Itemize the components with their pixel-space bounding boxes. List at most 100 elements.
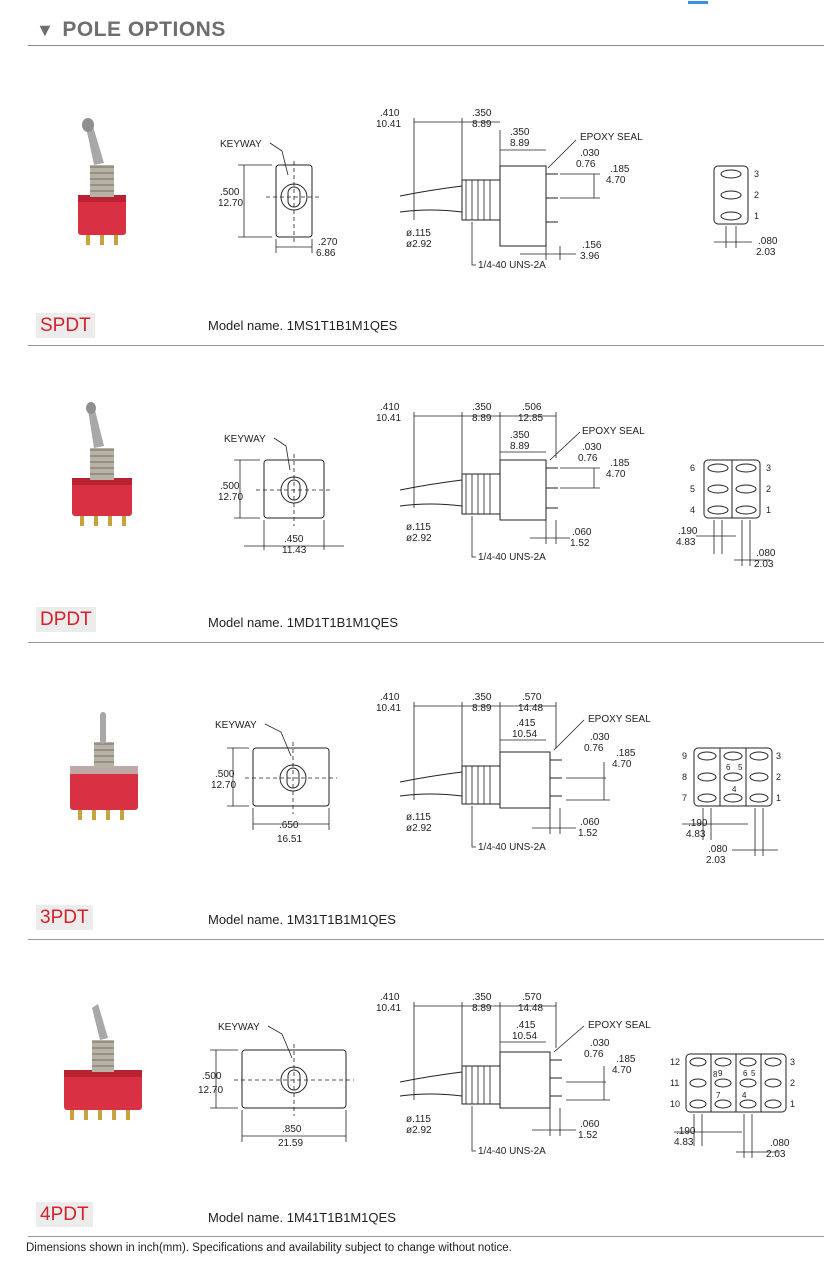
height-inch: .500 — [220, 481, 240, 492]
page-title: ▼ POLE OPTIONS — [36, 18, 226, 42]
side-view-drawing: .410 10.41 .350 8.89 .570 14.48 .415 10.… — [376, 992, 651, 1157]
pin-2: 2 — [790, 1078, 795, 1088]
pin-layout-drawing: 12 11 10 3 2 1 9 8 7 6 5 4 .190 4.83 .08… — [670, 1053, 795, 1160]
width-inch: .650 — [279, 820, 299, 831]
pole-mm: 4.83 — [686, 829, 706, 840]
pole-label: SPDT — [36, 313, 95, 338]
side-view-drawing: .410 10.41 .350 8.89 .350 8.89 EPOXY SEA… — [376, 108, 643, 270]
front-view-drawing: KEYWAY .500 12.70 .850 21.59 — [198, 1022, 354, 1149]
depth-mm: 10.54 — [512, 729, 537, 740]
pitch-inch: .080 — [756, 548, 776, 559]
pin-7: 7 — [682, 793, 687, 803]
footer-divider — [28, 1236, 824, 1237]
dim-350-inch: .350 — [472, 108, 492, 119]
depth-inch: .350 — [510, 430, 530, 441]
switch-photo — [72, 402, 132, 526]
width-mm: 21.59 — [278, 1138, 303, 1149]
pitch-mm: 2.03 — [756, 247, 776, 258]
dim-410-inch: .410 — [380, 692, 400, 703]
pin-1: 1 — [766, 505, 771, 515]
pin-6: 6 — [690, 463, 695, 473]
front-view-drawing: KEYWAY .500 12.70 .270 6.86 — [218, 139, 338, 259]
pin-11: 11 — [670, 1078, 679, 1088]
model-name: Model name. 1M31T1B1M1QES — [208, 912, 396, 927]
t-mm: 0.76 — [576, 159, 596, 170]
width-mm: 16.51 — [277, 834, 302, 845]
dia-inch: ø.115 — [406, 1114, 431, 1125]
bd-inch: .060 — [580, 1119, 600, 1130]
dim-410-mm: 10.41 — [376, 1003, 401, 1014]
pin-12: 12 — [670, 1057, 680, 1067]
p-inch: .185 — [610, 458, 630, 469]
pitch-mm: 2.03 — [766, 1149, 786, 1160]
pin-layout-drawing: 6 5 4 3 2 1 .190 4.83 .080 2.03 — [676, 459, 776, 570]
triangle-down-icon: ▼ — [36, 20, 55, 40]
pitch-inch: .080 — [758, 236, 778, 247]
width-mm: 6.86 — [316, 248, 336, 259]
keyway-label: KEYWAY — [215, 720, 257, 731]
width-inch: .450 — [284, 534, 304, 545]
keyway-label: KEYWAY — [220, 139, 262, 150]
dim-410-inch: .410 — [380, 992, 400, 1003]
bd-mm: 1.52 — [578, 828, 598, 839]
depth-mm: 10.54 — [512, 1031, 537, 1042]
height-mm: 12.70 — [198, 1085, 223, 1096]
pin-7: 7 — [716, 1091, 721, 1100]
pin-layout-drawing: 9 8 7 3 2 1 6 5 4 .190 4.83 .080 2.03 — [682, 747, 781, 866]
p-inch: .185 — [616, 748, 636, 759]
t-inch: .030 — [582, 442, 602, 453]
dim-350-inch: .350 — [472, 402, 492, 413]
front-view-drawing: KEYWAY .500 12.70 .450 11.43 — [218, 434, 344, 556]
dim-410-mm: 10.41 — [376, 703, 401, 714]
thread-label: 1/4-40 UNS-2A — [478, 260, 546, 270]
page-title-text: POLE OPTIONS — [62, 18, 226, 41]
pole-mm: 4.83 — [676, 537, 696, 548]
pitch-mm: 2.03 — [706, 855, 726, 866]
pin-5: 5 — [690, 484, 695, 494]
pin-6: 6 — [743, 1069, 748, 1078]
dia-mm: ø2.92 — [406, 1125, 432, 1136]
height-inch: .500 — [202, 1071, 222, 1082]
depth-mm: 8.89 — [510, 138, 530, 149]
switch-photo — [64, 1004, 142, 1120]
pole-label: DPDT — [36, 607, 96, 632]
p-mm: 4.70 — [612, 1065, 632, 1076]
lead-mm: 3.96 — [580, 251, 600, 262]
body-mm: 14.48 — [518, 703, 543, 714]
pin-8: 8 — [713, 1070, 718, 1079]
width-inch: .850 — [282, 1124, 302, 1135]
t-mm: 0.76 — [578, 453, 598, 464]
epoxy-seal-label: EPOXY SEAL — [580, 132, 643, 143]
pin-5: 5 — [738, 763, 743, 772]
p-mm: 4.70 — [612, 759, 632, 770]
pin-9: 9 — [718, 1069, 723, 1078]
pin-layout-drawing: 3 2 1 .080 2.03 — [713, 165, 778, 258]
p-inch: .185 — [610, 164, 630, 175]
dia-mm: ø2.92 — [406, 823, 432, 834]
epoxy-seal-label: EPOXY SEAL — [588, 714, 651, 725]
depth-inch: .415 — [516, 1020, 536, 1031]
t-inch: .030 — [590, 732, 610, 743]
lead-inch: .156 — [582, 240, 602, 251]
keyway-label: KEYWAY — [218, 1022, 260, 1033]
body-mm: 12.85 — [518, 413, 543, 424]
pin-9: 9 — [682, 751, 687, 761]
t-inch: .030 — [590, 1038, 610, 1049]
dim-410-inch: .410 — [380, 108, 400, 119]
pin-3: 3 — [790, 1057, 795, 1067]
dim-350-inch: .350 — [472, 992, 492, 1003]
pin-2: 2 — [776, 772, 781, 782]
model-name: Model name. 1MD1T1B1M1QES — [208, 615, 399, 630]
dia-inch: ø.115 — [406, 522, 431, 533]
width-mm: 11.43 — [282, 545, 307, 556]
width-inch: .270 — [318, 237, 338, 248]
pole-label: 4PDT — [36, 1202, 93, 1227]
pin-1: 1 — [776, 793, 781, 803]
pin-2: 2 — [766, 484, 771, 494]
height-inch: .500 — [220, 187, 240, 198]
section-divider — [28, 345, 824, 346]
p-mm: 4.70 — [606, 175, 626, 186]
pole-inch: .190 — [678, 526, 698, 537]
thread-label: 1/4-40 UNS-2A — [478, 1146, 546, 1157]
dia-mm: ø2.92 — [406, 239, 432, 250]
